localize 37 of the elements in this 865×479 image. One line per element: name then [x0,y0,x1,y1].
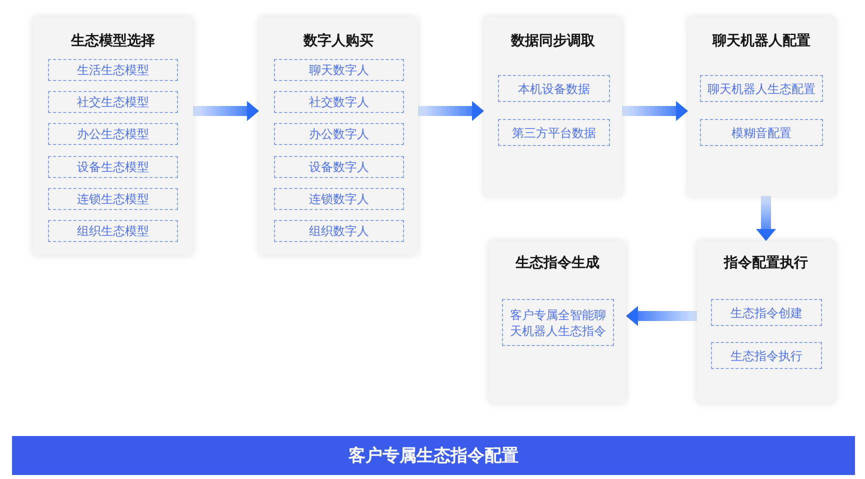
card-heading: 生态模型选择 [71,31,155,50]
dashed-item-box: 组织数字人 [274,220,404,242]
dashed-item-box: 本机设备数据 [498,75,610,102]
arrow [622,101,688,121]
dashed-item-box: 第三方平台数据 [498,119,610,146]
banner-bar: 客户专属生态指令配置 [12,436,855,475]
dashed-item-box: 模糊音配置 [700,119,823,146]
dashed-item-box: 连锁生态模型 [48,188,178,210]
dashed-item-box: 社交生态模型 [48,91,178,113]
process-card [33,17,193,255]
process-card [489,241,626,403]
dashed-item-box: 连锁数字人 [274,188,404,210]
dashed-item-box: 客户专属全智能聊天机器人生态指令 [502,299,614,346]
dashed-item-box: 生活生态模型 [48,59,178,81]
dashed-item-box: 组织生态模型 [48,220,178,242]
dashed-item-box: 设备生态模型 [48,156,178,178]
arrow [418,101,484,121]
dashed-item-box: 聊天数字人 [274,59,404,81]
process-card [697,241,835,403]
card-heading: 聊天机器人配置 [712,31,810,50]
dashed-item-box: 设备数字人 [274,156,404,178]
dashed-item-box: 生态指令创建 [711,299,822,326]
process-card [259,17,418,255]
card-heading: 指令配置执行 [724,253,808,272]
dashed-item-box: 社交数字人 [274,91,404,113]
arrow [193,101,259,121]
dashed-item-box: 聊天机器人生态配置 [700,75,823,102]
process-card [688,17,835,196]
card-heading: 数据同步调取 [511,31,595,50]
process-card [484,17,622,196]
dashed-item-box: 办公生态模型 [48,123,178,145]
arrow [626,306,697,326]
dashed-item-box: 生态指令执行 [711,342,822,369]
card-heading: 数字人购买 [304,31,374,50]
arrow [756,196,776,241]
dashed-item-box: 办公数字人 [274,123,404,145]
card-heading: 生态指令生成 [516,253,600,272]
